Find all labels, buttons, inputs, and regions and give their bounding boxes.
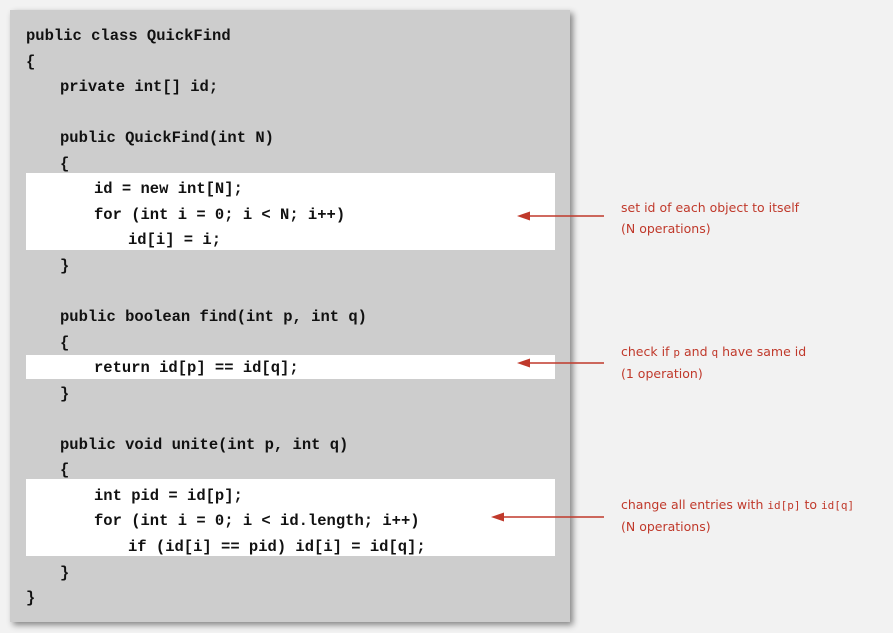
annotation-unite: change all entries with id[p] to id[q] (… <box>621 494 854 537</box>
annotation-text: to <box>800 497 821 512</box>
annotation-unite-line1: change all entries with id[p] to id[q] <box>621 494 854 516</box>
annotation-text: change all entries with <box>621 497 768 512</box>
code-line: { <box>60 461 70 480</box>
highlight-unite-loop <box>26 479 555 556</box>
highlight-find-return <box>26 355 555 379</box>
arrow-find <box>517 358 604 368</box>
annotation-find-line2: (1 operation) <box>621 366 703 381</box>
code-line: for (int i = 0; i < id.length; i++) <box>94 512 420 531</box>
code-line: { <box>60 154 70 173</box>
code-line: public boolean find(int p, int q) <box>60 308 367 327</box>
code-line: } <box>60 256 70 275</box>
code-token: id[p] <box>767 499 801 512</box>
code-line: if (id[i] == pid) id[i] = id[q]; <box>128 538 426 556</box>
annotation-text: set id of each object to itself <box>621 200 800 215</box>
annotation-init-line1: set id of each object to itself <box>621 197 799 218</box>
annotation-unite-line2: (N operations) <box>621 519 711 534</box>
arrow-unite <box>491 512 604 522</box>
code-panel: public class QuickFind { private int[] id;… <box>10 10 570 622</box>
code-token: q <box>711 346 719 359</box>
code-token: p <box>673 346 681 359</box>
code-line: private int[] id; <box>60 78 219 97</box>
code-line: return id[p] == id[q]; <box>94 359 299 378</box>
code-line: for (int i = 0; i < N; i++) <box>94 205 346 224</box>
annotation-find-line1: check if p and q have same id <box>621 341 806 363</box>
arrow-init <box>517 211 604 221</box>
code-token: id[q] <box>820 499 855 512</box>
annotation-init-line2: (N operations) <box>621 221 711 236</box>
annotation-init: set id of each object to itself (N opera… <box>621 197 799 239</box>
highlight-init-loop <box>26 173 555 250</box>
code-line: } <box>60 563 70 582</box>
code-line: { <box>60 333 70 352</box>
code-line: } <box>26 589 36 608</box>
code-line: } <box>60 384 70 403</box>
code-line: id = new int[N]; <box>94 180 243 199</box>
code-line: public void unite(int p, int q) <box>60 435 349 454</box>
annotation-text: have same id <box>718 344 807 359</box>
annotation-text: and <box>680 344 712 359</box>
code-line: public class QuickFind <box>26 27 231 45</box>
code-line: int pid = id[p]; <box>94 486 243 505</box>
code-line: { <box>26 52 36 71</box>
code-line: public QuickFind(int N) <box>60 129 274 148</box>
annotation-text: check if <box>621 344 674 359</box>
annotation-find: check if p and q have same id (1 operati… <box>621 341 806 384</box>
code-line: id[i] = i; <box>128 231 222 250</box>
